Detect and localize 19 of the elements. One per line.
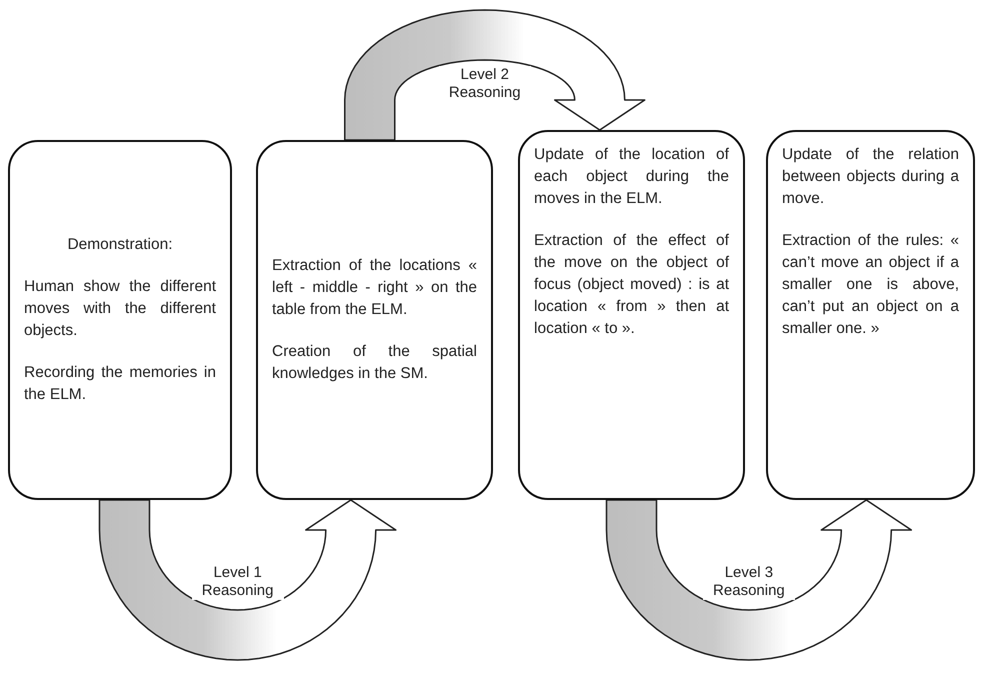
edge-label: Level 2 Reasoning [438, 66, 531, 102]
process-box [766, 130, 975, 500]
box-text: Recording the memories in the ELM. [24, 363, 216, 405]
curved-arrow [606, 499, 912, 661]
process-box [8, 140, 232, 500]
edge-label: Level 1 Reasoning [192, 564, 284, 600]
box-text: Creation of the spatial knowledges in the SM. [272, 342, 477, 384]
box-text: Human show the different moves with the different objects. [24, 277, 216, 341]
box-text: Update of the relation between objects during a move. [782, 145, 959, 209]
curved-arrow [98, 499, 397, 661]
box-text: Extraction of the rules: « can’t move an object if a smaller one is above, can’t put an object on a smaller one. » [782, 231, 959, 339]
process-box [518, 130, 745, 500]
box-text: Extraction of the locations « left - middle - right » on the table from the ELM. [272, 256, 477, 320]
box-text: Extraction of the effect of the move on the object of focus (object moved) : is at location « from » then at location « to ». [534, 231, 729, 339]
box-text: Update of the location of each object during the moves in the ELM. [534, 145, 729, 209]
box-text: Demonstration: [66, 235, 174, 255]
process-box [256, 140, 493, 500]
curved-arrow [344, 9, 646, 141]
edge-label: Level 3 Reasoning [702, 564, 795, 600]
